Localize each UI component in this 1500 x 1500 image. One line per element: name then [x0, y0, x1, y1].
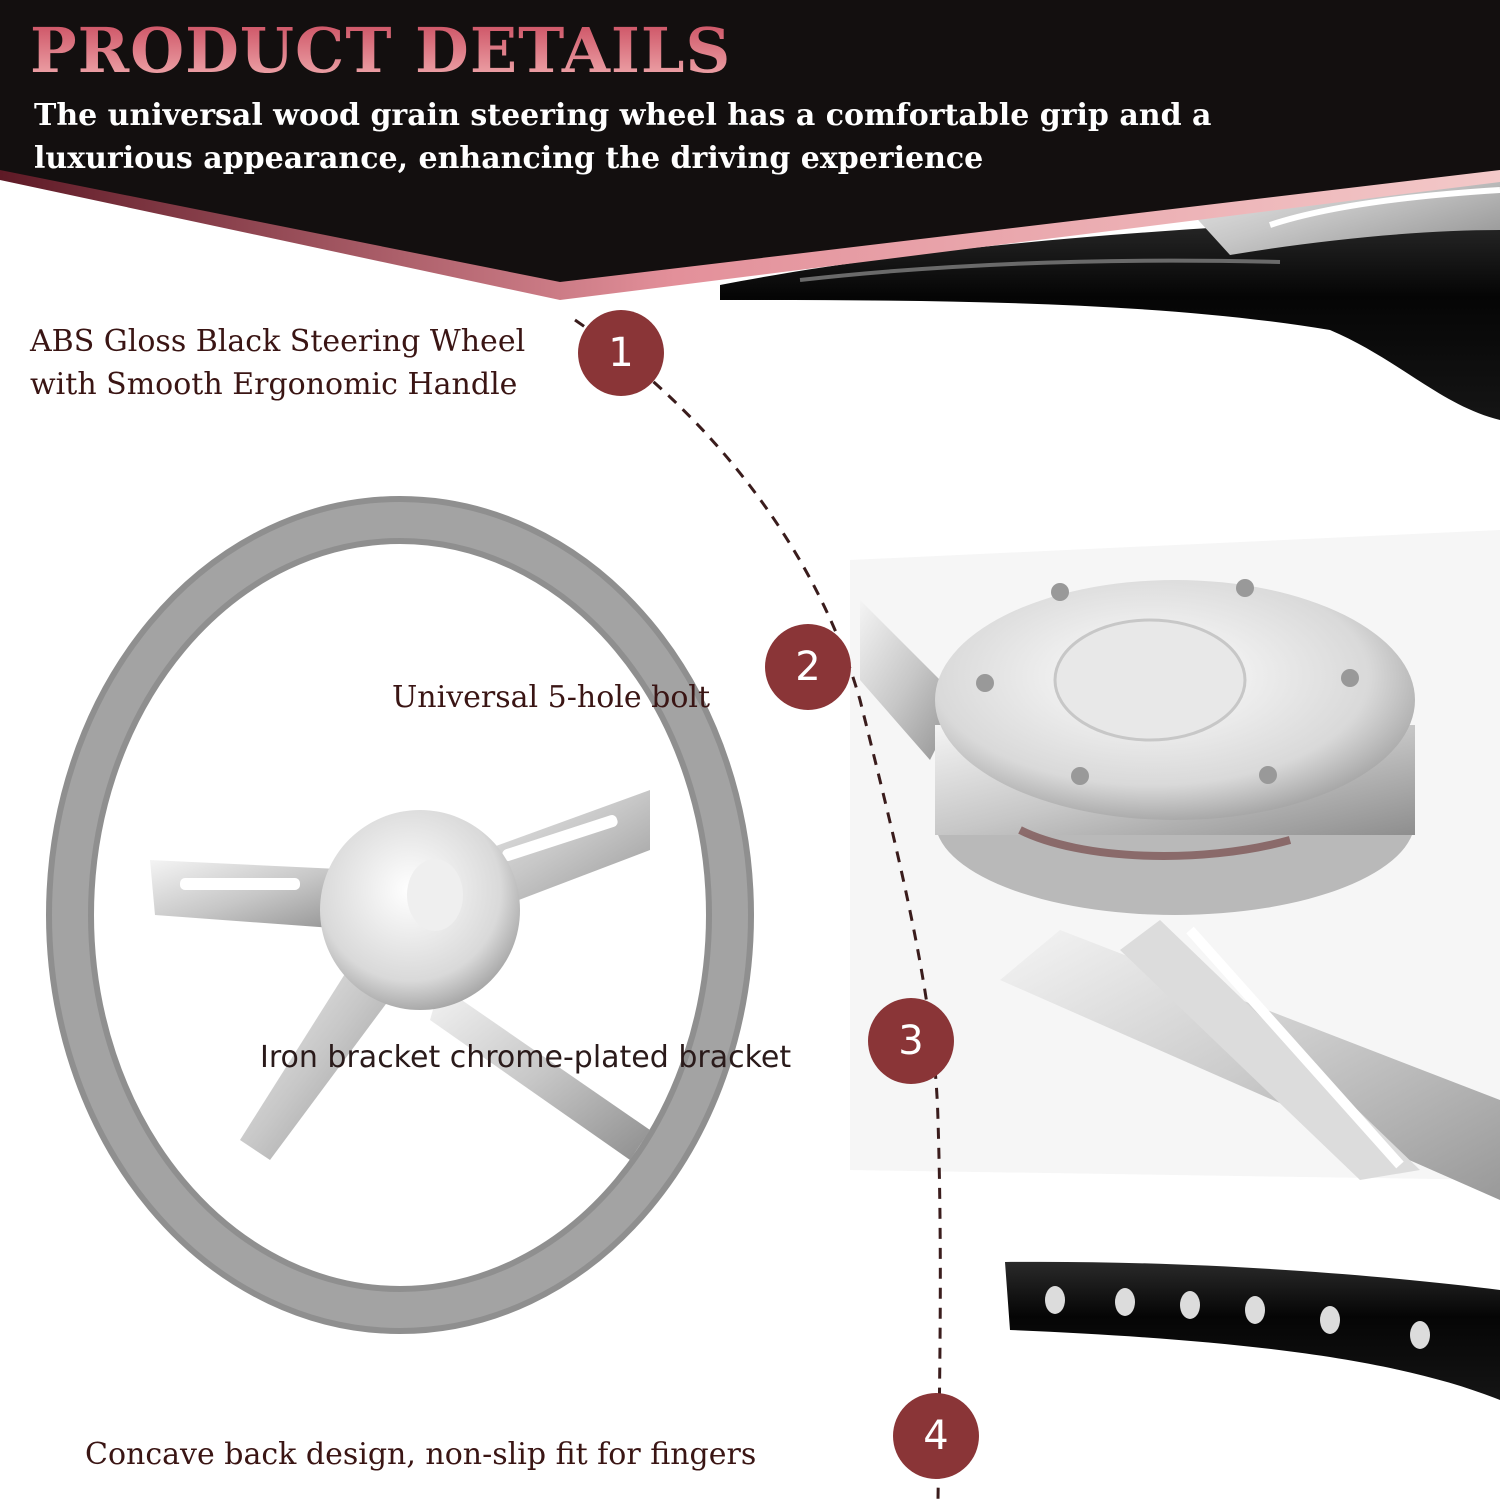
dashed-connector: [574, 318, 942, 1500]
callout-2-badge: 2: [765, 624, 851, 710]
page-title: PRODUCT DETAILS: [30, 14, 732, 87]
header-band: [0, 0, 1500, 300]
page-subtitle: The universal wood grain steering wheel …: [34, 98, 1212, 176]
callout-3-text: Iron bracket chrome-plated bracket: [260, 1040, 792, 1075]
steering-wheel-illustration: [46, 496, 754, 1334]
callout-3-badge: 3: [868, 998, 954, 1084]
callout-1-line2: with Smooth Ergonomic Handle: [30, 367, 518, 402]
callout-1-badge: 1: [578, 310, 664, 396]
hub-closeup-photo: [850, 530, 1500, 1200]
callout-1-text: ABS Gloss Black Steering Wheel with Smoo…: [30, 320, 525, 406]
callout-4-badge: 4: [893, 1393, 979, 1479]
grip-underside-photo: [1005, 1261, 1500, 1400]
callout-2-text: Universal 5-hole bolt: [392, 680, 711, 715]
callout-4-text: Concave back design, non-slip fit for fi…: [85, 1437, 757, 1472]
callout-1-line1: ABS Gloss Black Steering Wheel: [30, 324, 526, 359]
